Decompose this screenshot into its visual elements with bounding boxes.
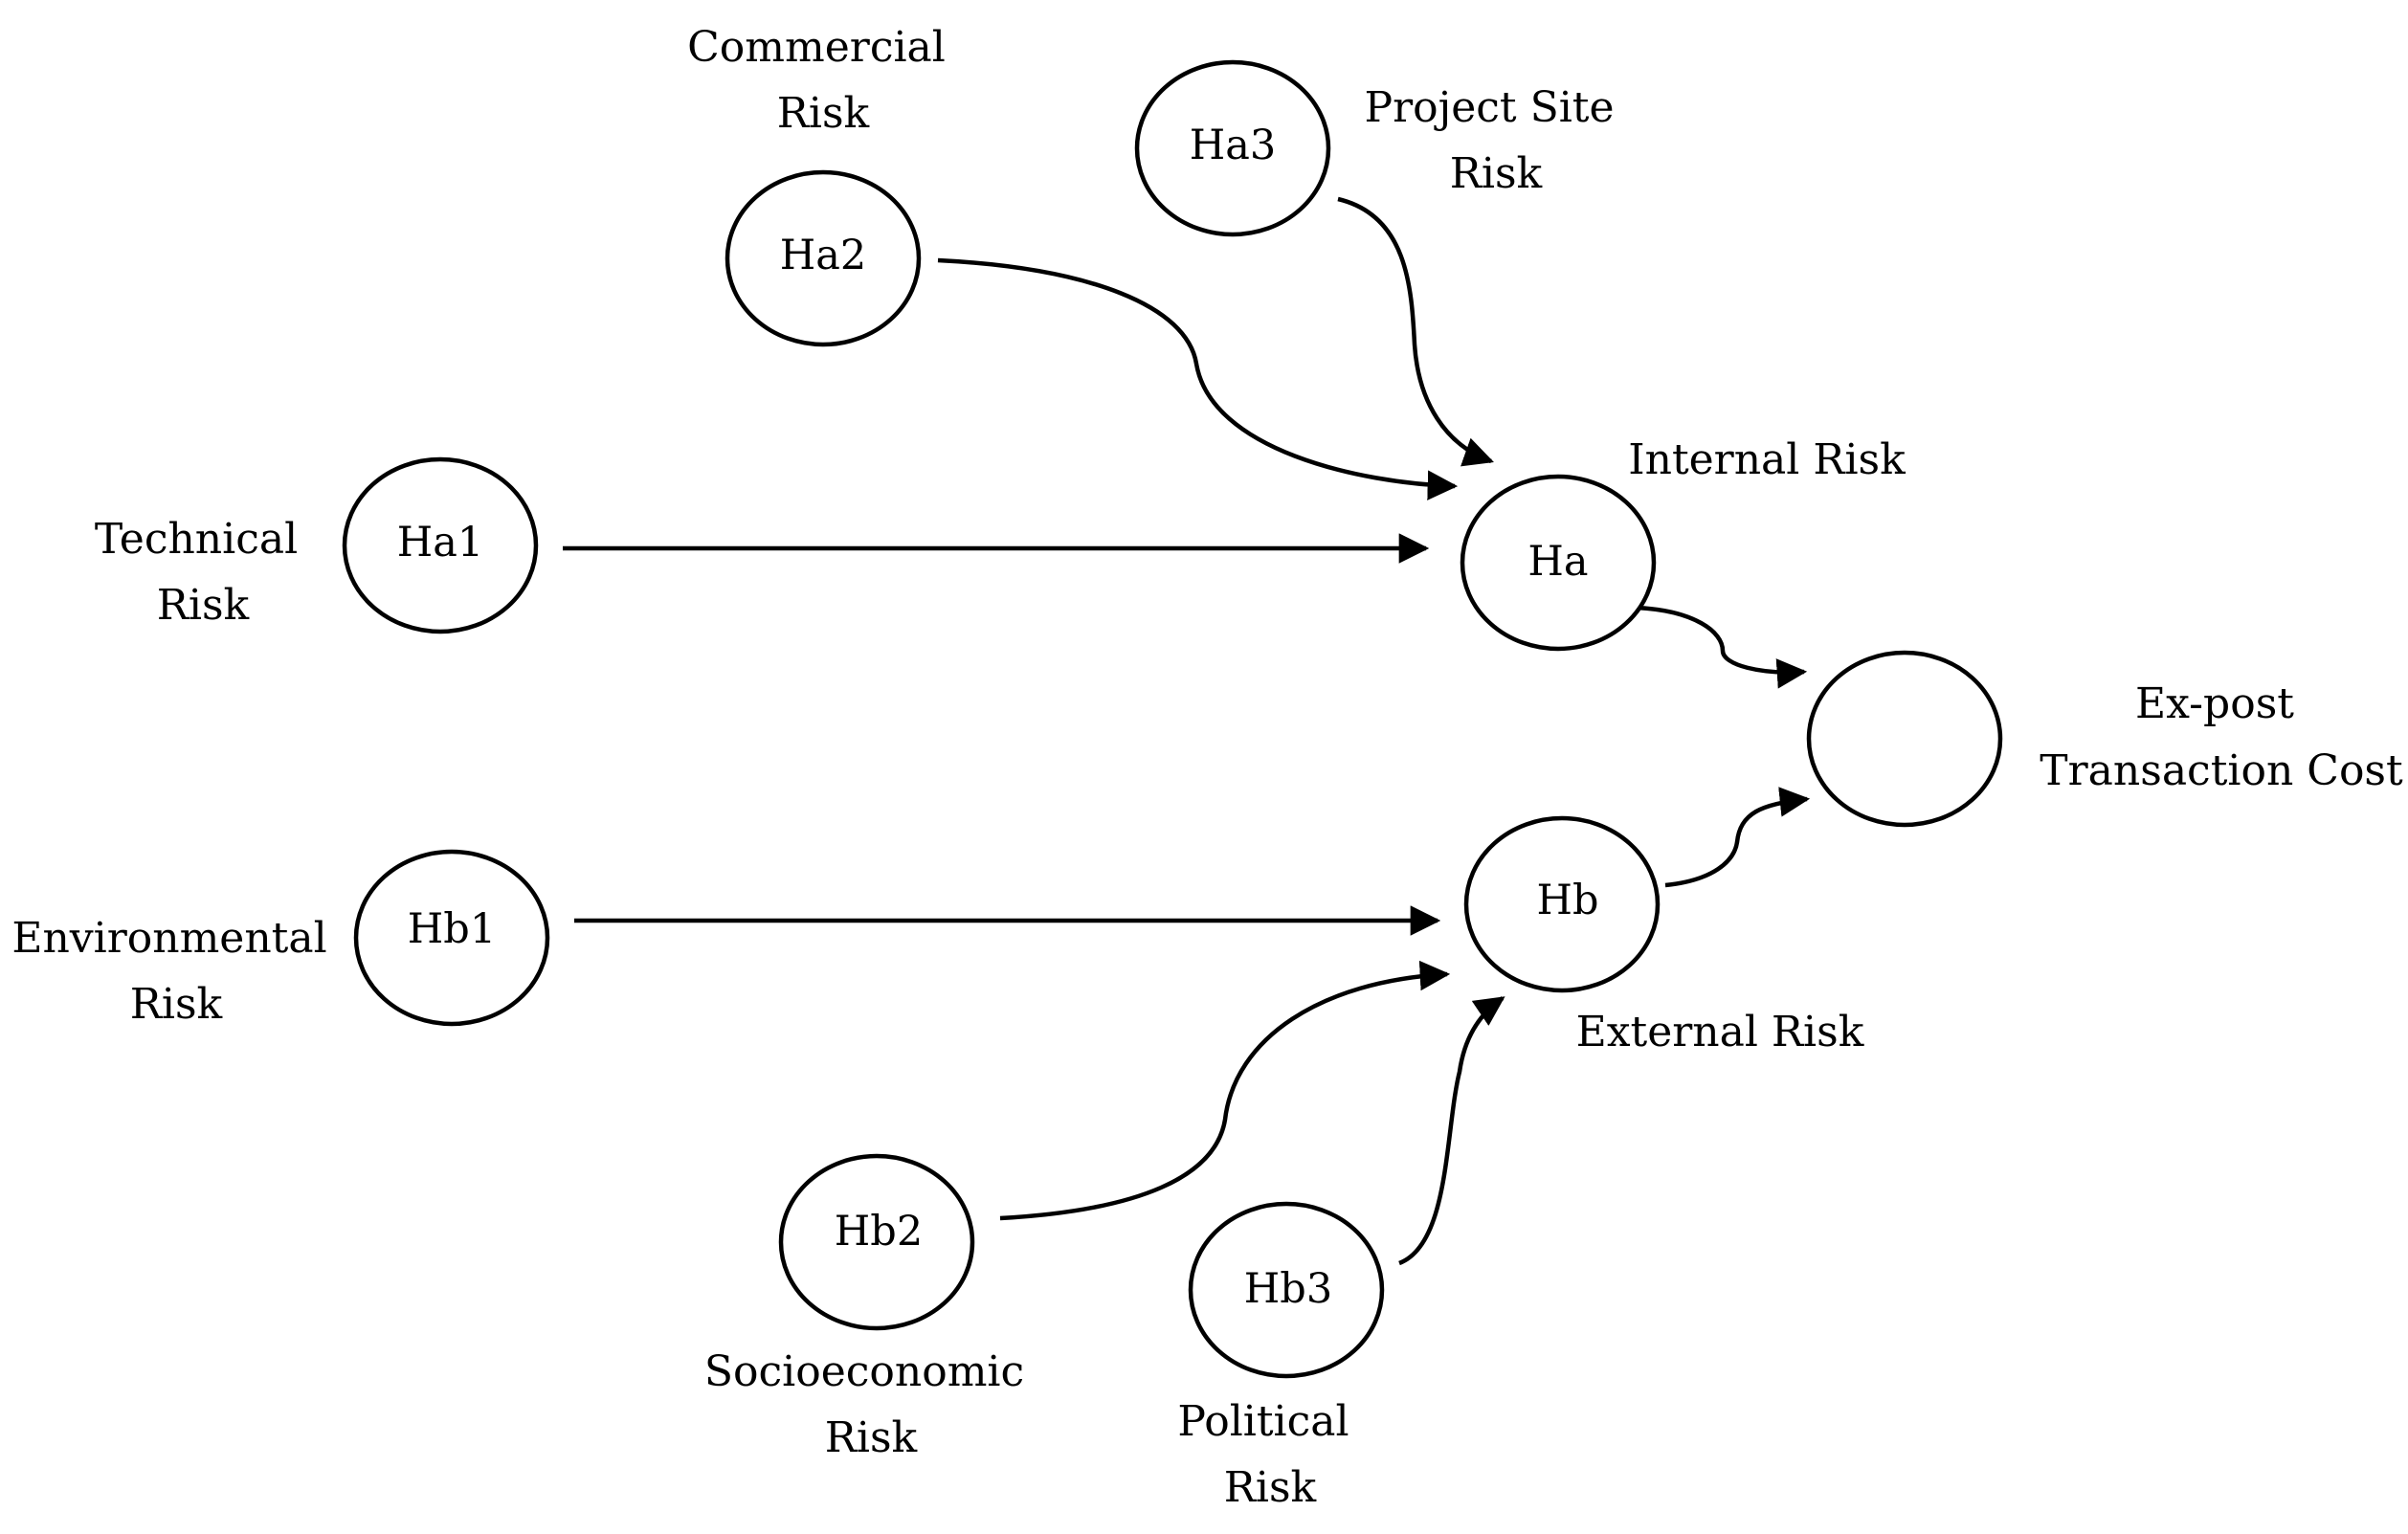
caption-ex-post-transaction-cost: Ex-post Transaction Cost xyxy=(2040,679,2403,795)
caption-commercial-risk: Commercial Risk xyxy=(687,23,959,138)
caption-project-site-risk-line2: Risk xyxy=(1450,149,1543,198)
node-ha1-circle xyxy=(342,456,539,634)
caption-commercial-risk-line1: Commercial xyxy=(687,23,946,72)
arrow-hb-to-ec xyxy=(1664,787,1811,888)
caption-commercial-risk-line2: Risk xyxy=(777,89,870,138)
caption-environmental-risk-line2: Risk xyxy=(130,980,223,1029)
node-hb1-circle xyxy=(353,849,550,1027)
arrow-ha2-to-ha xyxy=(937,257,1459,500)
node-ha3-circle xyxy=(1134,59,1331,237)
arrow-ha3-to-ha xyxy=(1337,196,1494,467)
node-ha-label: Ha xyxy=(1527,538,1588,586)
node-hb3: Hb3 xyxy=(1188,1201,1385,1379)
node-ha3-label: Ha3 xyxy=(1190,122,1277,169)
edges xyxy=(563,196,1811,1266)
node-ha: Ha xyxy=(1460,474,1657,652)
arrow-ha-to-ec xyxy=(1636,605,1808,689)
node-ha2: Ha2 xyxy=(725,169,922,347)
arrow-hb2-to-hb xyxy=(999,960,1451,1221)
caption-political-risk: Political Risk xyxy=(1177,1397,1362,1512)
node-hb2-circle xyxy=(778,1153,975,1331)
node-ex-post xyxy=(1806,650,2003,828)
caption-socioeconomic-risk-line2: Risk xyxy=(825,1413,918,1462)
caption-technical-risk-line1: Technical xyxy=(95,515,298,564)
caption-socioeconomic-risk: Socioeconomic Risk xyxy=(704,1347,1037,1462)
node-ha1-label: Ha1 xyxy=(397,519,484,567)
caption-ex-post-line1: Ex-post xyxy=(2135,679,2294,728)
caption-ex-post-line2: Transaction Cost xyxy=(2040,746,2403,795)
caption-external-risk: External Risk xyxy=(1576,1008,1864,1056)
caption-political-risk-line2: Risk xyxy=(1224,1463,1317,1512)
node-ha1: Ha1 xyxy=(342,456,539,634)
node-hb: Hb xyxy=(1463,815,1661,993)
caption-environmental-risk: Environmental Risk xyxy=(11,914,340,1029)
node-ha-circle xyxy=(1460,474,1657,652)
caption-environmental-risk-line1: Environmental xyxy=(11,914,326,963)
node-ex-post-circle xyxy=(1806,650,2003,828)
caption-technical-risk: Technical Risk xyxy=(95,515,311,630)
node-hb2-label: Hb2 xyxy=(835,1208,923,1256)
caption-project-site-risk-line1: Project Site xyxy=(1364,83,1614,132)
node-ha2-circle xyxy=(725,169,922,347)
caption-project-site-risk: Project Site Risk xyxy=(1364,83,1627,198)
node-hb2: Hb2 xyxy=(778,1153,975,1331)
node-ha3: Ha3 xyxy=(1134,59,1331,237)
caption-internal-risk: Internal Risk xyxy=(1628,435,1906,484)
node-ha2-label: Ha2 xyxy=(780,232,867,279)
caption-socioeconomic-risk-line1: Socioeconomic xyxy=(704,1347,1024,1396)
node-hb3-circle xyxy=(1188,1201,1385,1379)
node-hb-circle xyxy=(1463,815,1661,993)
arrow-hb3-to-hb xyxy=(1398,996,1505,1266)
node-hb-label: Hb xyxy=(1536,877,1598,924)
caption-technical-risk-line2: Risk xyxy=(157,581,250,630)
node-hb1-label: Hb1 xyxy=(408,905,496,953)
caption-political-risk-line1: Political xyxy=(1177,1397,1349,1446)
node-hb1: Hb1 xyxy=(353,849,550,1027)
node-hb3-label: Hb3 xyxy=(1244,1265,1332,1313)
